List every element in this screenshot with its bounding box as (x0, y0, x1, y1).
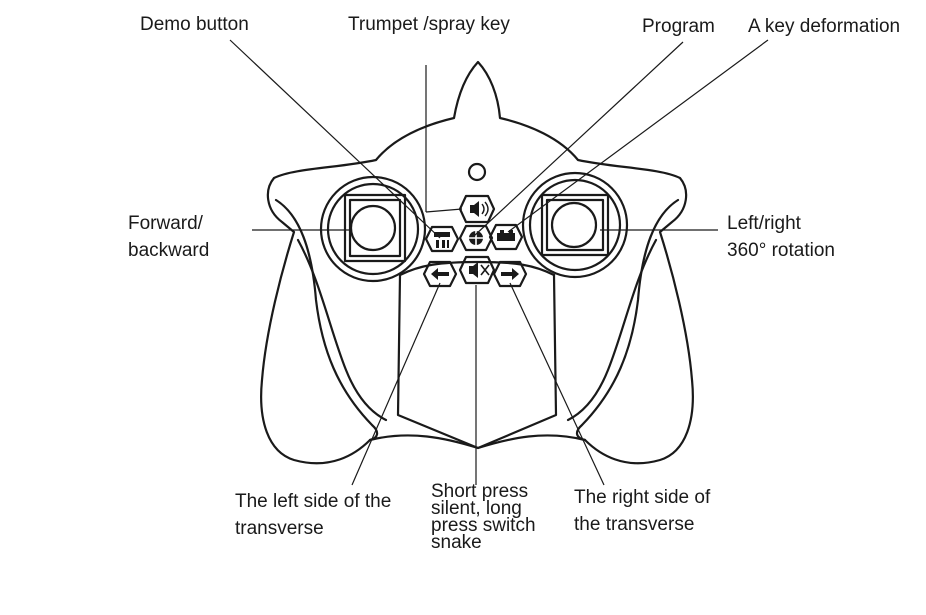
right-joystick-square-inner (545, 198, 605, 252)
deformation-icon (497, 230, 515, 241)
controller-body-outline (260, 60, 694, 465)
left-joystick-knob (349, 204, 397, 252)
right-joystick-ring-inner (528, 178, 622, 272)
left-joystick-ring-outer (319, 175, 427, 283)
right-transverse-key (492, 260, 528, 288)
leader-program (473, 41, 684, 237)
demo-icon (434, 232, 450, 248)
label-left-right-rotation: Left/right 360° rotation (727, 213, 835, 261)
left-transverse-key (422, 260, 458, 288)
indicator-light (467, 162, 487, 182)
right-joystick-square (540, 193, 610, 257)
deformation-key (488, 223, 524, 251)
label-right-side-transverse: The right side of the transverse (574, 487, 711, 535)
speaker-sound-icon (470, 201, 489, 217)
label-program: Program (642, 16, 715, 37)
speaker-mute-icon (469, 262, 490, 278)
right-joystick-ring-outer (521, 171, 629, 279)
left-joystick-ring-inner (326, 182, 420, 276)
mute-snake-key (458, 255, 496, 285)
label-a-key-deformation: A key deformation (748, 16, 901, 37)
center-face-panel (396, 273, 558, 450)
leader-trumpet-elbow (425, 208, 463, 213)
program-icon (469, 231, 483, 245)
right-joystick-knob (550, 201, 598, 249)
left-grip-inner (296, 238, 388, 422)
demo-key (424, 225, 460, 253)
left-joystick-square-inner (348, 198, 402, 258)
label-short-press: Short press silent, long press switch sn… (431, 481, 536, 553)
left-joystick-square (343, 193, 407, 263)
leader-demo (229, 39, 441, 239)
label-demo-button: Demo button (140, 14, 249, 35)
program-key (458, 224, 494, 252)
label-left-side-transverse: The left side of the transverse (235, 491, 392, 539)
label-forward-backward: Forward/ backward (128, 213, 210, 261)
leader-left-transverse (351, 282, 441, 486)
label-trumpet-spray-key: Trumpet /spray key (348, 14, 510, 35)
left-grip-contour (274, 198, 379, 442)
right-grip-contour (575, 198, 680, 442)
right-grip-inner (566, 238, 658, 422)
leader-right-transverse (509, 282, 605, 486)
leader-deformation (507, 39, 769, 233)
arrow-right-icon (501, 268, 519, 280)
arrow-left-icon (431, 268, 449, 280)
